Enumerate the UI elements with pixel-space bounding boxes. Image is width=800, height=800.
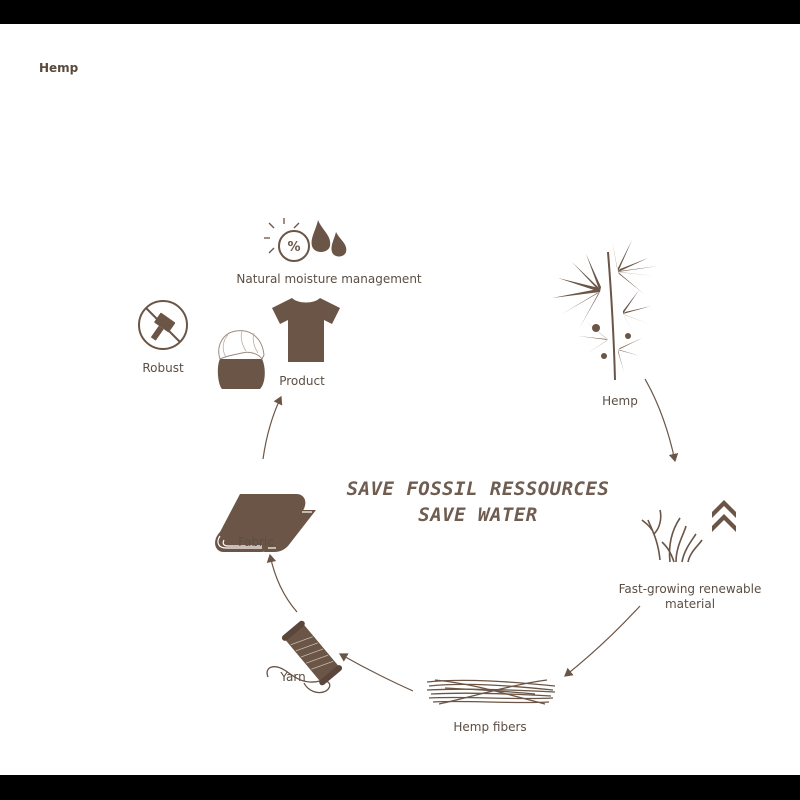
headline-line2: SAVE WATER	[418, 504, 538, 526]
arrow-fibers-to-yarn	[338, 653, 414, 692]
step-label-renewable-line1: Fast-growing renewable	[618, 582, 762, 596]
svg-text:%: %	[287, 240, 300, 255]
arrow-fabric-to-product	[262, 395, 283, 460]
arrow-renewable-to-fibers	[564, 605, 641, 677]
headline-line1: SAVE FOSSIL RESSOURCES	[346, 478, 610, 500]
step-label-renewable: Fast-growing renewable material	[619, 582, 762, 612]
tshirt-icon	[272, 298, 340, 362]
step-label-fabric: Fabric	[238, 535, 274, 549]
arrow-yarn-to-fabric	[266, 553, 298, 613]
benefit-label-moisture: Natural moisture management	[236, 272, 422, 286]
bag-icon	[217, 330, 265, 389]
hemp-plant-icon	[552, 240, 658, 381]
diagram-canvas: Hemp	[0, 24, 800, 775]
step-label-renewable-line2: material	[664, 597, 716, 611]
step-label-yarn: Yarn	[280, 670, 306, 684]
robust-icon	[138, 300, 188, 350]
page-title: Hemp	[39, 61, 79, 75]
moisture-icon: %	[264, 218, 347, 262]
benefit-label-robust: Robust	[142, 361, 184, 375]
hemp-fibers-icon	[426, 679, 556, 705]
headline: SAVE FOSSIL RESSOURCES SAVE WATER	[347, 476, 610, 528]
step-label-hemp: Hemp	[602, 394, 638, 408]
cycle-arrows	[262, 378, 679, 692]
step-label-fibers: Hemp fibers	[453, 720, 527, 734]
arrow-hemp-to-renewable	[644, 378, 679, 463]
fast-growth-icon	[641, 500, 736, 563]
yarn-spool-icon	[266, 620, 343, 694]
step-label-product: Product	[279, 374, 325, 388]
folded-fabric-icon	[215, 494, 316, 552]
